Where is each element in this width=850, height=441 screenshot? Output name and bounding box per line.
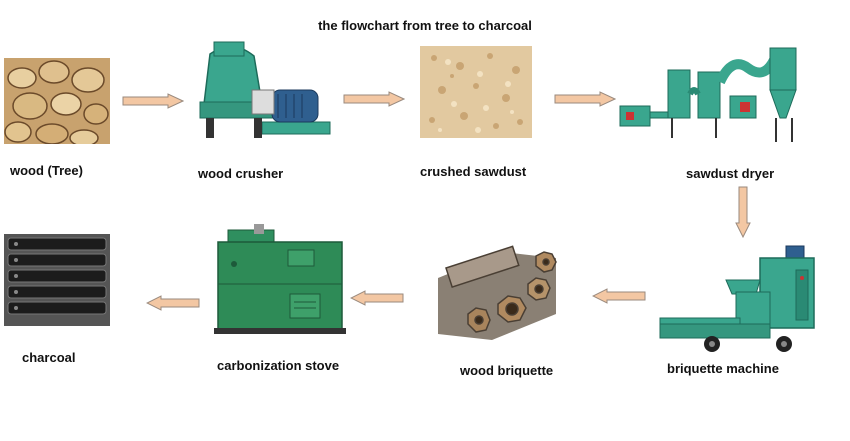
- diagram-title: the flowchart from tree to charcoal: [318, 18, 532, 33]
- label-charcoal: charcoal: [22, 350, 76, 365]
- wood-briquette-image: [438, 245, 557, 340]
- arrow-right-icon: [554, 91, 616, 107]
- label-wood-briquette: wood briquette: [460, 363, 554, 378]
- arrow-right-icon: [122, 93, 184, 109]
- label-briquette-machine: briquette machine: [667, 361, 779, 376]
- arrow-right-icon: [343, 91, 405, 107]
- arrow-left-icon: [592, 288, 646, 304]
- charcoal-image: [4, 234, 110, 326]
- carbonization-stove-image: [214, 224, 346, 334]
- sawdust-dryer-image: [619, 47, 797, 142]
- label-carbonization-stove: carbonization stove: [217, 358, 340, 373]
- wood-logs-image: [4, 58, 110, 144]
- label-wood-crusher: wood crusher: [198, 166, 284, 181]
- briquette-machine-image: [659, 245, 815, 352]
- label-sawdust-dryer: sawdust dryer: [686, 166, 775, 181]
- label-wood: wood (Tree): [10, 163, 83, 178]
- arrow-down-icon: [735, 186, 751, 238]
- sawdust-image: [420, 46, 532, 138]
- wood-crusher-image: [199, 41, 331, 138]
- arrow-left-icon: [146, 295, 200, 311]
- arrow-left-icon: [350, 290, 404, 306]
- label-crushed-sawdust: crushed sawdust: [420, 164, 527, 179]
